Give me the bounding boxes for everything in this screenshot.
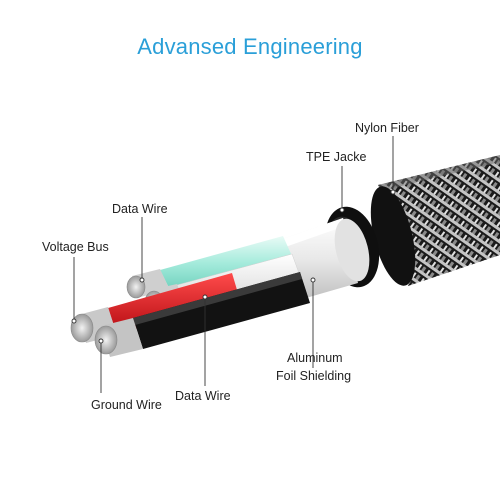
leader-lines	[71, 136, 396, 393]
nylon-fiber-sleeve	[370, 155, 500, 286]
label-ground-wire: Ground Wire	[91, 398, 162, 412]
ground-wire-conductor	[94, 272, 310, 357]
label-aluminum-foil-line2: Foil Shielding	[276, 369, 352, 383]
label-tpe-jacket: TPE Jacke	[306, 150, 367, 164]
label-voltage-bus: Voltage Bus	[42, 240, 109, 254]
label-nylon-fiber: Nylon Fiber	[355, 121, 419, 135]
label-data-wire-top: Data Wire	[112, 202, 168, 216]
page-title: Advansed Engineering	[137, 34, 363, 59]
label-aluminum-foil-line1: Aluminum	[287, 351, 343, 365]
label-data-wire-bottom: Data Wire	[175, 389, 231, 403]
